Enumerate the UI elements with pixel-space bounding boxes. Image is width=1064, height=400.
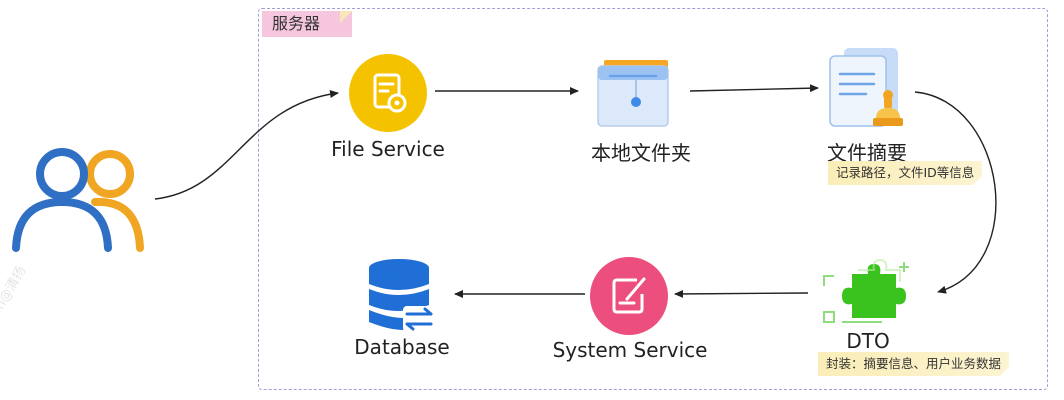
system-service-label: System Service: [552, 338, 708, 362]
local-folder-label: 本地文件夹: [591, 141, 691, 165]
dto-note-text: 封装：摘要信息、用户业务数据: [826, 356, 1002, 371]
edit-icon: [590, 257, 668, 335]
server-tag: 服务器: [262, 11, 352, 37]
server-tag-fold: [340, 11, 352, 23]
arrow-user-to-file-service: [154, 90, 339, 200]
arrow-digest-to-dto: [914, 91, 997, 294]
puzzle-icon: [823, 258, 909, 323]
note-fold: [1000, 367, 1010, 376]
file-service-label: File Service: [331, 137, 445, 161]
dto-note: 封装：摘要信息、用户业务数据: [818, 352, 1010, 376]
file-gear-icon: [349, 54, 427, 132]
server-boundary: [258, 8, 1048, 390]
file-digest-note: 记录路径，文件ID等信息: [828, 161, 983, 185]
database-icon: [369, 259, 435, 332]
folder-icon: [597, 60, 669, 127]
database-label: Database: [354, 335, 450, 359]
document-stamp-icon: [829, 48, 903, 127]
dto-label: DTO: [846, 329, 890, 353]
arrow-folder-to-digest: [689, 84, 819, 93]
server-label: 服务器: [272, 14, 321, 33]
arrow-dto-to-system-service: [674, 289, 809, 298]
users-icon: [12, 148, 144, 252]
note-fold: [973, 176, 983, 185]
file-digest-note-text: 记录路径，文件ID等信息: [836, 165, 975, 180]
